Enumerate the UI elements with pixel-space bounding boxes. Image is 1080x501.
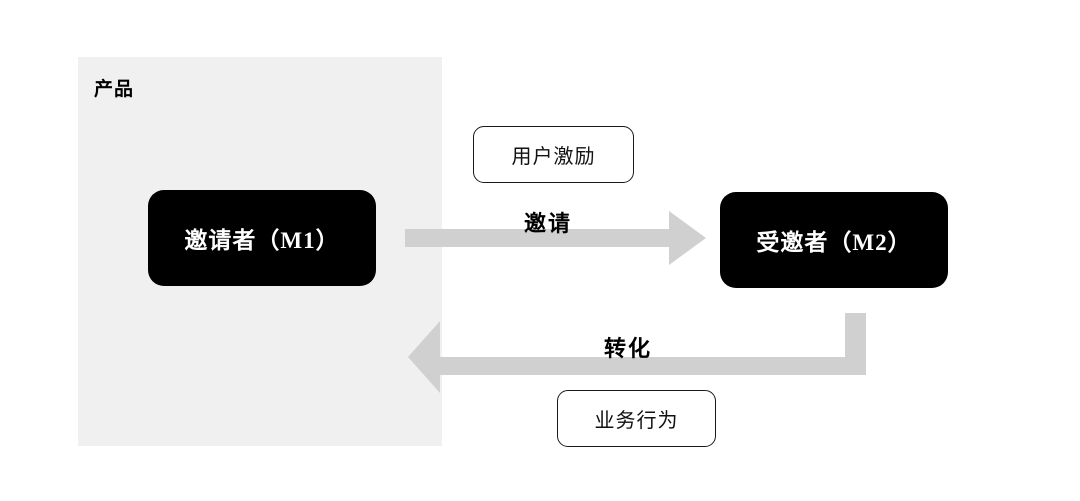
node-invitee-m2-label: 受邀者（M2） xyxy=(756,230,912,255)
product-boundary-label: 产品 xyxy=(94,79,135,100)
annotation-user-incentive-label: 用户激励 xyxy=(511,146,596,168)
annotation-business-action[interactable]: 业务行为 xyxy=(557,390,716,447)
annotation-user-incentive[interactable]: 用户激励 xyxy=(473,126,634,183)
annotation-business-action-label: 业务行为 xyxy=(594,410,679,432)
node-inviter-m1-label: 邀请者（M1） xyxy=(184,228,340,253)
invite-flow-label: 邀请 xyxy=(524,211,573,236)
node-inviter-m1[interactable]: 邀请者（M1） xyxy=(148,190,376,286)
convert-flow-label: 转化 xyxy=(604,336,653,361)
node-invitee-m2[interactable]: 受邀者（M2） xyxy=(720,192,948,288)
